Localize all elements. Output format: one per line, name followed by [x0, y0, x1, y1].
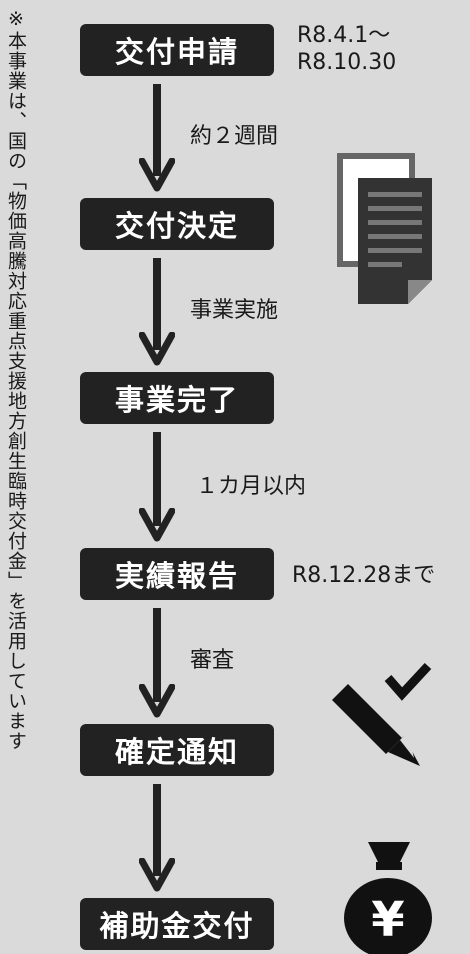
application-date-start: R8.4.1～ [297, 23, 391, 48]
svg-text:¥: ¥ [371, 892, 404, 948]
documents-icon [337, 153, 432, 304]
pencil-check-icon [332, 662, 432, 766]
step-report: 実績報告 [80, 548, 274, 600]
application-date-end: R8.10.30 [297, 50, 397, 75]
step-completion: 事業完了 [80, 372, 274, 424]
step-payment: 補助金交付 [80, 898, 274, 950]
step-decision: 交付決定 [80, 198, 274, 250]
report-deadline: R8.12.28まで [292, 563, 436, 588]
funding-note: ※本事業は、国の「物価高騰対応重点支援地方創生臨時交付金」を活用しています [5, 8, 27, 751]
step-application: 交付申請 [80, 24, 274, 76]
step-confirmation: 確定通知 [80, 724, 274, 776]
period-review: 審査 [190, 648, 235, 673]
period-implementation: 事業実施 [190, 298, 279, 323]
period-one-month: １カ月以内 [196, 474, 307, 499]
period-two-weeks: 約２週間 [190, 124, 279, 149]
yen-bag-icon: ¥ [344, 842, 432, 954]
